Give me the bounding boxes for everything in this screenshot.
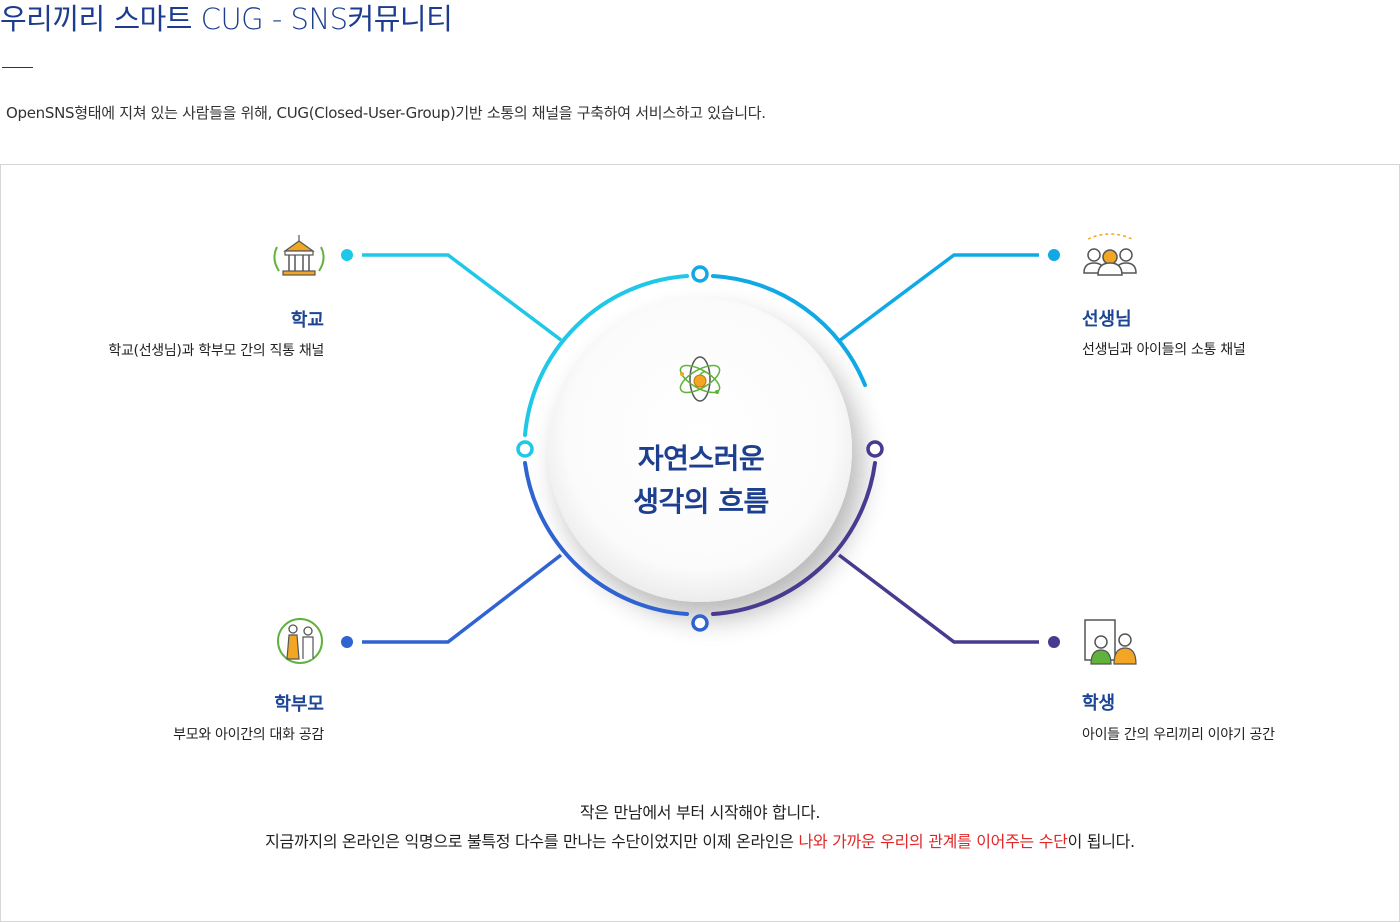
connector-school [362,253,563,342]
node-student-desc: 아이들 간의 우리끼리 이야기 공간 [1082,727,1275,743]
ring-arc-right [711,461,877,616]
intro-text: OpenSNS형태에 지쳐 있는 사람들을 위해, CUG(Closed-Use… [6,104,766,122]
node-teacher-title: 선생님 [1082,309,1132,330]
teacher-group-icon [1083,233,1137,276]
footer-line1: 작은 만남에서 부터 시작해야 합니다. [579,803,821,822]
center-title-line1: 자연스러운 [637,442,765,475]
apple-atom-icon [679,356,721,402]
students-icon [1084,619,1137,665]
connector-parents-dot [341,636,353,648]
node-parents-title: 학부모 [274,694,324,715]
page-title: 우리끼리 스마트 CUG - SNS커뮤니티 [0,2,453,36]
node-school-desc: 학교(선생님)과 학부모 간의 직통 채널 [108,343,324,359]
ring-node-bottom [691,614,709,632]
ring-arc-top-left [523,274,689,437]
connector-teacher-dot [1048,249,1060,261]
school-building-icon [273,235,325,276]
parents-icon [277,618,323,664]
ring-node-top [691,265,709,283]
connector-student [837,553,1039,644]
ring-node-right [866,440,884,458]
connector-parents [362,553,563,644]
diagram-panel: 자연스러운 생각의 흐름 학교 학교(선생님)과 학부모 간의 직통 채널 선생… [0,164,1400,922]
connector-school-dot [341,249,353,261]
node-school-title: 학교 [290,310,324,331]
ring-arc-top-right [711,274,867,387]
flow-diagram [273,233,1137,665]
ring-node-left [516,440,534,458]
footer-line2-post: 이 됩니다. [1067,832,1136,851]
footer-line2-pre: 지금까지의 온라인은 익명으로 불특정 다수를 만나는 수단이었지만 이제 온라… [265,832,799,851]
footer-line2: 지금까지의 온라인은 익명으로 불특정 다수를 만나는 수단이었지만 이제 온라… [1,828,1399,856]
node-student-title: 학생 [1082,693,1116,714]
center-title: 자연스러운 생각의 흐름 [581,437,821,523]
footer-highlight: 나와 가까운 우리의 관계를 이어주는 수단 [798,832,1068,851]
connector-student-dot [1048,636,1060,648]
node-parents-desc: 부모와 아이간의 대화 공감 [173,727,324,743]
title-divider [2,67,33,68]
ring-arc-left [523,461,689,616]
connector-teacher [837,253,1039,343]
center-title-line2: 생각의 흐름 [633,485,769,518]
center-disc [548,298,852,602]
node-teacher-desc: 선생님과 아이들의 소통 채널 [1082,342,1246,358]
